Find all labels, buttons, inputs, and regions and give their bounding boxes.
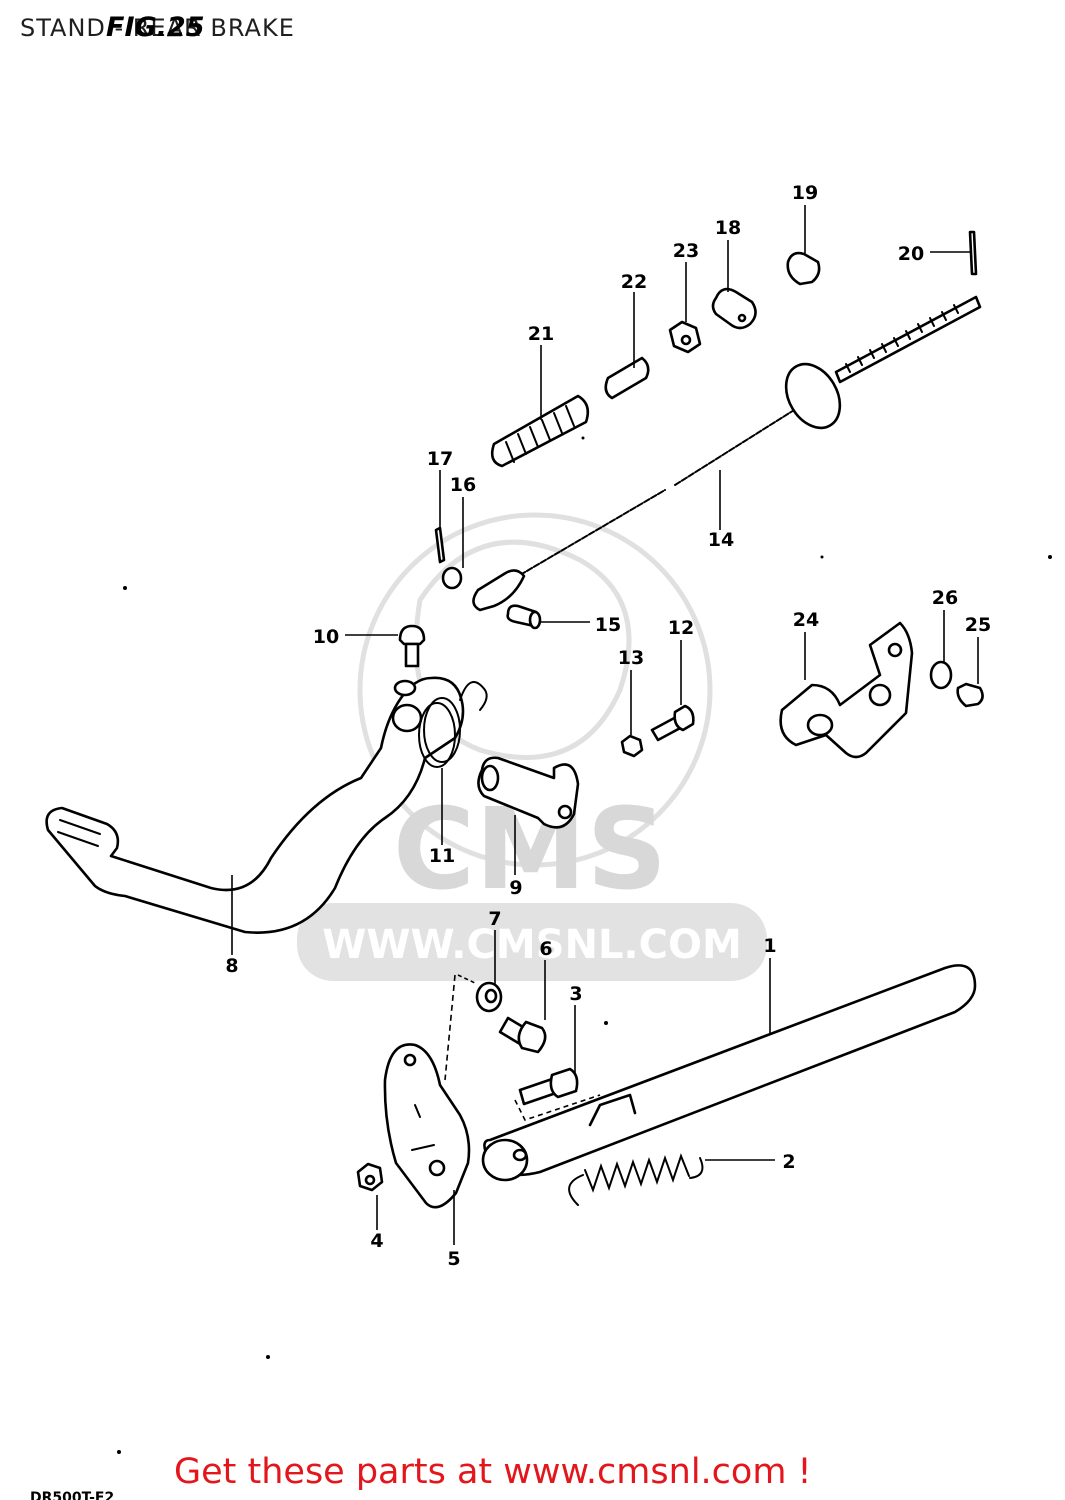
callout-5: 5 (447, 1248, 460, 1270)
cmsnl-parts-link[interactable]: Get these parts at www.cmsnl.com ! (174, 1452, 812, 1492)
callout-20: 20 (898, 243, 924, 265)
part-4-nut[interactable] (356, 1162, 384, 1192)
callout-6: 6 (539, 938, 552, 960)
watermark-url-text: WWW.CMSNL.COM (322, 922, 742, 968)
watermark-url-banner (297, 903, 767, 981)
callout-14: 14 (708, 529, 734, 551)
callout-16: 16 (450, 474, 476, 496)
part-19-nut[interactable] (786, 251, 821, 286)
part-23-nut[interactable] (668, 320, 702, 354)
cms-watermark: CMS WWW.CMSNL.COM (297, 512, 767, 981)
part-17-cotter-pin[interactable] (434, 526, 446, 564)
callout-17: 17 (427, 448, 453, 470)
watermark-circle (357, 512, 713, 868)
part-9-brake-shaft[interactable] (477, 756, 580, 829)
leader-lines (231, 205, 979, 1245)
callout-18: 18 (715, 217, 741, 239)
callout-3: 3 (569, 983, 582, 1005)
callout-19: 19 (792, 182, 818, 204)
callout-2: 2 (782, 1151, 795, 1173)
callout-1: 1 (763, 935, 776, 957)
callout-4: 4 (370, 1230, 383, 1252)
part-5-stand-bracket[interactable] (383, 1043, 471, 1209)
part-6-bolt[interactable] (498, 1016, 547, 1054)
part-13-nut[interactable] (620, 734, 644, 758)
diagram-code: DR500T-E2 (30, 1490, 115, 1500)
figure-number: FIG.25 (106, 12, 205, 43)
part-24-bracket[interactable] (779, 621, 914, 759)
callout-24: 24 (793, 609, 819, 631)
part-25-screw[interactable] (956, 682, 984, 708)
part-2-stand-spring[interactable] (568, 1153, 704, 1206)
part-22-collar[interactable] (604, 356, 650, 400)
part-16-washer[interactable] (441, 566, 463, 590)
part-8-brake-pedal[interactable] (45, 676, 465, 934)
callout-11: 11 (429, 845, 455, 867)
page-title: STAND - REAR BRAKE (20, 14, 295, 42)
part-18-joint[interactable] (711, 287, 757, 330)
part-14-brake-rod[interactable] (472, 295, 982, 612)
part-15-clevis-pin[interactable] (506, 604, 542, 630)
part-21-spring[interactable] (490, 394, 590, 468)
part-12-bolt[interactable] (650, 704, 695, 742)
callout-25: 25 (965, 614, 991, 636)
callout-23: 23 (673, 240, 699, 262)
part-11-return-spring[interactable] (418, 681, 488, 768)
callout-26: 26 (932, 587, 958, 609)
callout-22: 22 (621, 271, 647, 293)
callout-numbers: 1 2 3 4 5 6 7 8 9 10 11 12 13 14 15 16 1… (225, 182, 991, 1270)
callout-12: 12 (668, 617, 694, 639)
part-3-bolt[interactable] (518, 1067, 579, 1106)
part-20-cotter-pin[interactable] (968, 230, 978, 276)
scan-specks (117, 436, 1052, 1454)
callout-13: 13 (618, 647, 644, 669)
callout-9: 9 (509, 877, 522, 899)
callout-10: 10 (313, 626, 339, 648)
callout-15: 15 (595, 614, 621, 636)
part-10-bolt[interactable] (398, 624, 426, 668)
callout-7: 7 (488, 908, 501, 930)
part-7-washer[interactable] (475, 981, 503, 1013)
callout-8: 8 (225, 955, 238, 977)
callout-21: 21 (528, 323, 554, 345)
part-1-side-stand[interactable] (481, 964, 977, 1182)
part-26-washer[interactable] (929, 660, 953, 690)
